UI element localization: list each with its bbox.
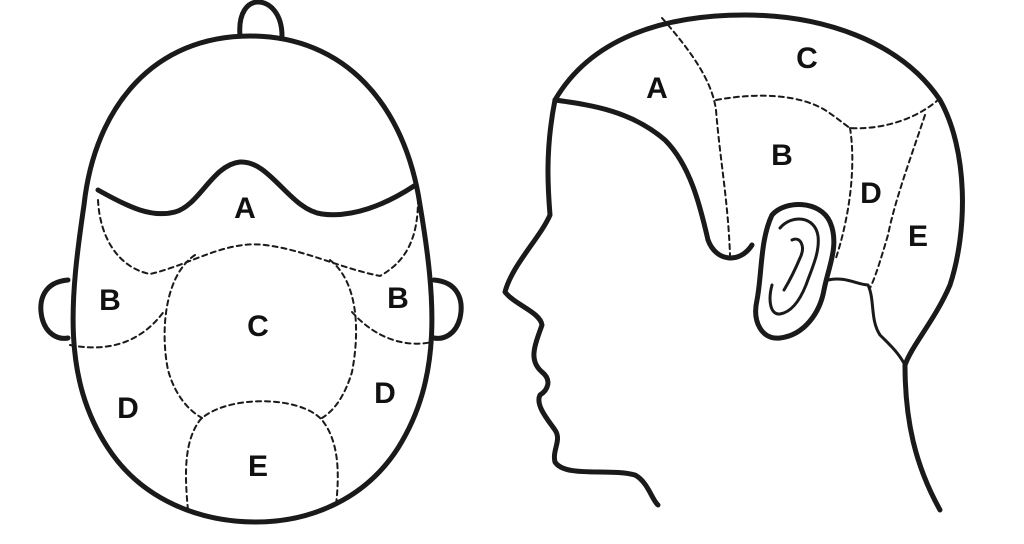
top-view-boundary-b-right (352, 312, 432, 344)
top-view-hairline (98, 162, 414, 215)
side-view-label-c: C (796, 42, 818, 75)
top-view-boundary-c-left (165, 255, 202, 418)
top-view-label-e: E (248, 450, 268, 483)
side-view-label-b: B (771, 139, 793, 172)
side-view-hairline (555, 100, 752, 258)
side-view-head (505, 15, 962, 510)
top-view-label-c: C (247, 310, 269, 343)
top-view-right-ear (434, 280, 461, 338)
side-view-skull-outline (555, 15, 962, 510)
side-view-boundary-c (716, 96, 938, 129)
side-view-label-e: E (908, 220, 928, 253)
side-view-label-a: A (646, 72, 668, 105)
top-view-label-d-right: D (374, 377, 396, 410)
top-view-head (41, 2, 461, 522)
side-view-boundary-b-d (836, 128, 852, 258)
top-view-label-b-left: B (99, 284, 121, 317)
top-view-left-ear (41, 280, 68, 338)
side-view-ear-inner (770, 219, 818, 314)
side-view-neck-line (828, 279, 905, 365)
side-view-ear-concha (784, 239, 802, 290)
top-view-nose (240, 2, 282, 36)
side-view-label-d: D (860, 177, 882, 210)
side-view-face-profile (505, 100, 658, 505)
top-view-label-a: A (234, 192, 256, 225)
top-view-boundary-c-right (322, 260, 356, 418)
side-view-boundary-a-bc (662, 18, 730, 255)
top-view-label-b-right: B (387, 282, 409, 315)
top-view-label-d-left: D (117, 392, 139, 425)
